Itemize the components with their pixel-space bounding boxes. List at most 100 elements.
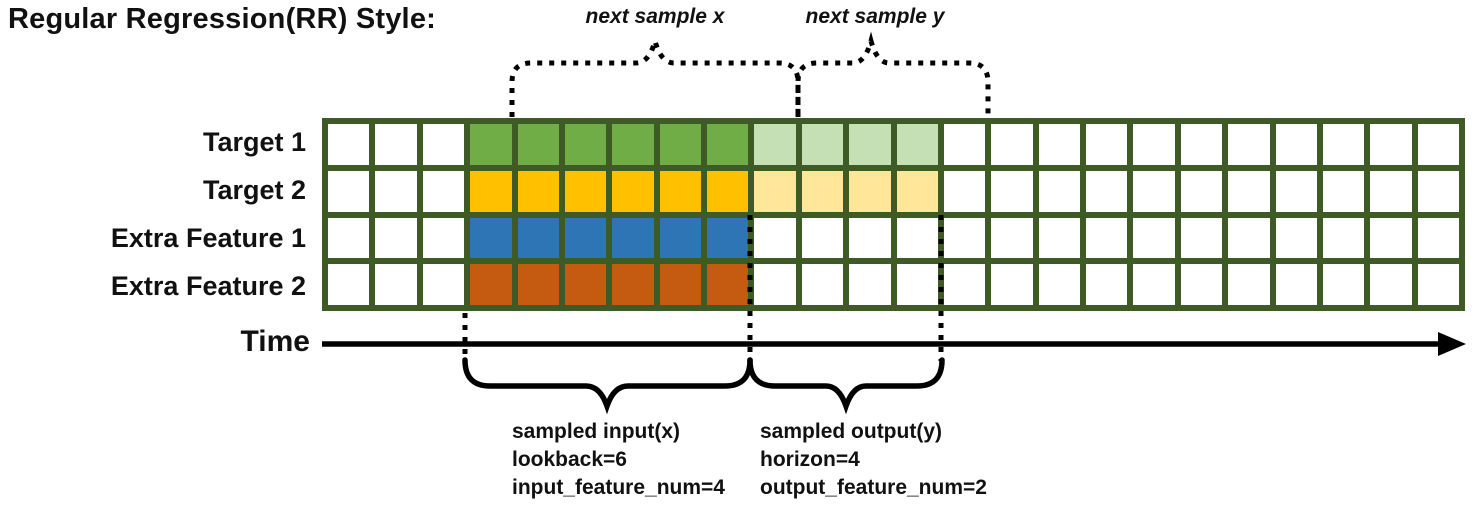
time-axis-arrowhead (1438, 332, 1466, 356)
grid-cell-r2-c20 (1228, 170, 1270, 212)
grid-cell-r3-c5 (517, 217, 559, 259)
sample-grid (322, 118, 1465, 311)
next-sample-x-label: next sample x (585, 5, 725, 28)
grid-cell-r1-c18 (1133, 124, 1175, 165)
grid-cell-r2-c5 (517, 170, 559, 212)
grid-cell-r2-c21 (1275, 170, 1317, 212)
grid-cell-r1-c23 (1370, 124, 1412, 165)
row-labels: Target 1 Target 2 Extra Feature 1 Extra Fea… (0, 118, 306, 311)
row-label-2: Target 2 (202, 174, 306, 205)
grid-cell-r3-c4 (470, 217, 512, 259)
grid-cell-r2-c10 (754, 170, 796, 212)
next-sample-y-brace (795, 31, 991, 117)
sampled-output-line-3: output_feature_num=2 (760, 476, 987, 499)
next-sample-y-label: next sample y (805, 5, 945, 28)
grid-cell-r3-c2 (375, 217, 417, 259)
grid-cell-r3-c17 (1086, 217, 1128, 259)
grid-cell-r3-c9 (707, 217, 749, 259)
grid-cell-r3-c14 (943, 217, 986, 259)
grid-cell-r4-c8 (659, 264, 701, 305)
grid-cell-r2-c14 (943, 170, 986, 212)
grid-cell-r3-c23 (1370, 217, 1412, 259)
grid-cell-r2-c19 (1180, 170, 1223, 212)
grid-cell-r2-c18 (1133, 170, 1175, 212)
sampled-output-line-2: horizon=4 (760, 448, 860, 471)
sampled-input-line-2: lookback=6 (512, 448, 627, 471)
grid-cell-r3-c21 (1275, 217, 1317, 259)
grid-cell-r1-c8 (659, 124, 701, 165)
grid-cell-r1-c14 (943, 124, 986, 165)
grid-cell-r4-c3 (422, 264, 465, 305)
grid-cell-r3-c1 (328, 217, 370, 259)
grid-cell-r4-c24 (1417, 264, 1459, 305)
sampled-input-brace (462, 357, 753, 415)
grid-cell-r2-c7 (612, 170, 654, 212)
grid-cell-r1-c5 (517, 124, 559, 165)
grid-cell-r3-c3 (422, 217, 465, 259)
row-label-1: Target 1 (202, 126, 306, 157)
grid-cell-r2-c12 (849, 170, 891, 212)
grid-cell-r4-c20 (1228, 264, 1270, 305)
grid-cell-r2-c11 (801, 170, 844, 212)
sampled-input-line-1: sampled input(x) (512, 420, 681, 443)
grid-cell-r3-c16 (1038, 217, 1080, 259)
grid-cell-r2-c3 (422, 170, 465, 212)
grid-cell-r4-c15 (991, 264, 1033, 305)
grid-cell-r2-c6 (564, 170, 607, 212)
row-label-3: Extra Feature 1 (110, 223, 306, 254)
grid-cell-r1-c17 (1086, 124, 1128, 165)
grid-cell-r4-c18 (1133, 264, 1175, 305)
grid-cell-r2-c16 (1038, 170, 1080, 212)
grid-cell-r1-c13 (896, 124, 938, 165)
grid-cell-r2-c24 (1417, 170, 1459, 212)
grid-cell-r4-c4 (470, 264, 512, 305)
grid-cell-r1-c6 (564, 124, 607, 165)
grid-cell-r3-c10 (754, 217, 796, 259)
grid-cell-r2-c15 (991, 170, 1033, 212)
grid-cell-r3-c24 (1417, 217, 1459, 259)
grid-cell-r2-c17 (1086, 170, 1128, 212)
grid-cell-r1-c7 (612, 124, 654, 165)
grid-cell-r2-c4 (470, 170, 512, 212)
grid-cell-r3-c22 (1322, 217, 1365, 259)
grid-cell-r2-c2 (375, 170, 417, 212)
grid-cell-r3-c13 (896, 217, 938, 259)
grid-cell-r4-c19 (1180, 264, 1223, 305)
grid-cell-r4-c11 (801, 264, 844, 305)
grid-cell-r1-c20 (1228, 124, 1270, 165)
time-label: Time (240, 325, 310, 358)
sampled-input-annotation: sampled input(x) lookback=6 input_feature_… (512, 418, 725, 502)
page-title: Regular Regression(RR) Style: (8, 3, 436, 35)
grid-cell-r4-c16 (1038, 264, 1080, 305)
grid-cell-r4-c1 (328, 264, 370, 305)
grid-cell-r4-c9 (707, 264, 749, 305)
row-label-4: Extra Feature 2 (110, 271, 306, 302)
next-sample-x-brace (509, 31, 801, 117)
sampled-output-line-1: sampled output(y) (760, 420, 942, 443)
sampled-output-brace (747, 357, 945, 415)
grid-cell-r1-c12 (849, 124, 891, 165)
grid-cell-r4-c2 (375, 264, 417, 305)
grid-cell-r1-c21 (1275, 124, 1317, 165)
grid-cell-r4-c17 (1086, 264, 1128, 305)
grid-cell-r1-c24 (1417, 124, 1459, 165)
grid-cell-r1-c4 (470, 124, 512, 165)
grid-cell-r3-c20 (1228, 217, 1270, 259)
grid-cell-r1-c3 (422, 124, 465, 165)
grid-cell-r4-c10 (754, 264, 796, 305)
grid-cell-r4-c13 (896, 264, 938, 305)
grid-cell-r1-c11 (801, 124, 844, 165)
grid-cell-r2-c22 (1322, 170, 1365, 212)
sampled-output-annotation: sampled output(y) horizon=4 output_feature… (760, 418, 987, 502)
grid-cell-r3-c8 (659, 217, 701, 259)
grid-cell-r4-c5 (517, 264, 559, 305)
sampled-input-line-3: input_feature_num=4 (512, 476, 725, 499)
grid-cell-r3-c18 (1133, 217, 1175, 259)
grid-cell-r3-c11 (801, 217, 844, 259)
grid-cell-r2-c13 (896, 170, 938, 212)
grid-cell-r4-c7 (612, 264, 654, 305)
grid-cell-r4-c14 (943, 264, 986, 305)
grid-cell-r3-c15 (991, 217, 1033, 259)
grid-cell-r4-c22 (1322, 264, 1365, 305)
